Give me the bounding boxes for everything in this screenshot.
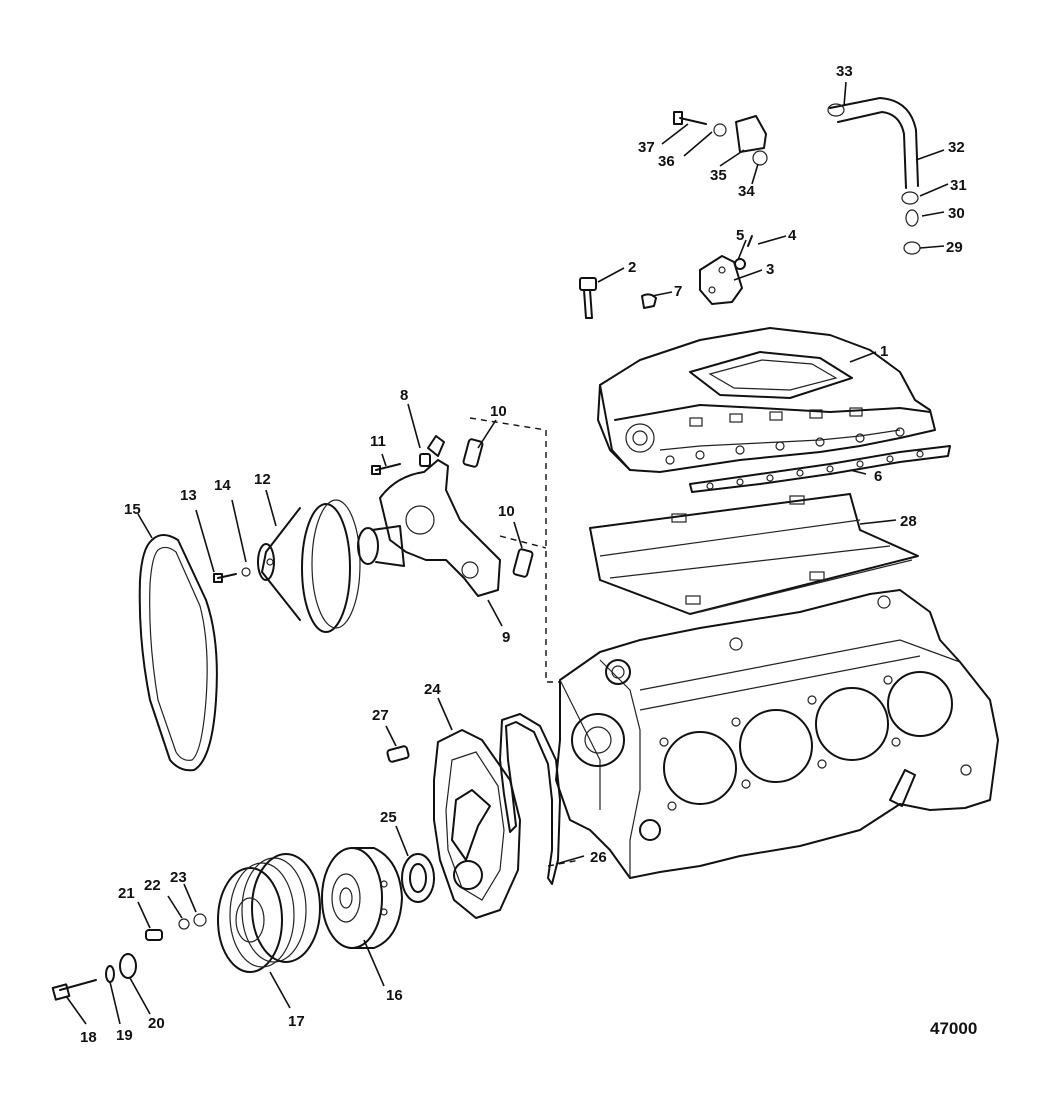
callout-21: 21 xyxy=(118,885,135,902)
callout-24: 24 xyxy=(424,681,441,698)
callout-29: 29 xyxy=(946,239,963,256)
callout-10-top: 10 xyxy=(490,403,507,420)
callout-5: 5 xyxy=(736,227,744,244)
callout-17: 17 xyxy=(288,1013,305,1030)
callout-31: 31 xyxy=(950,177,967,194)
small-fasteners xyxy=(213,453,431,583)
callout-37: 37 xyxy=(638,139,655,156)
cylinder-bores xyxy=(663,671,953,805)
callout-11: 11 xyxy=(370,433,386,450)
callout-33: 33 xyxy=(836,63,853,80)
callout-22: 22 xyxy=(144,877,161,894)
bracket-hardware xyxy=(673,111,768,166)
callout-30: 30 xyxy=(948,205,965,222)
leader-lines xyxy=(65,81,949,1025)
callout-3: 3 xyxy=(766,261,774,278)
callout-36: 36 xyxy=(658,153,675,170)
dowel-pin xyxy=(386,745,410,763)
callout-18: 18 xyxy=(80,1029,97,1046)
crank-bolt-stack xyxy=(51,913,207,1001)
drive-belt xyxy=(138,534,218,772)
callout-9: 9 xyxy=(502,629,510,646)
callout-26: 26 xyxy=(590,849,607,866)
callout-32: 32 xyxy=(948,139,965,156)
callout-12: 12 xyxy=(254,471,271,488)
valley-cover xyxy=(589,493,919,615)
timing-cover-gasket xyxy=(499,713,561,885)
callout-23: 23 xyxy=(170,869,187,886)
callout-7: 7 xyxy=(674,283,682,300)
callout-16: 16 xyxy=(386,987,403,1004)
callout-14: 14 xyxy=(214,477,231,494)
callout-19: 19 xyxy=(116,1027,133,1044)
water-pump xyxy=(357,435,501,597)
intake-manifold xyxy=(597,327,936,473)
callout-8: 8 xyxy=(400,387,408,404)
callout-13: 13 xyxy=(180,487,197,504)
callout-34: 34 xyxy=(738,183,755,200)
callout-28: 28 xyxy=(900,513,917,530)
callout-20: 20 xyxy=(148,1015,165,1032)
reference-number: 47000 xyxy=(930,1019,977,1038)
hose-fittings xyxy=(827,97,921,255)
callout-4: 4 xyxy=(788,227,797,244)
callout-27: 27 xyxy=(372,707,389,724)
harmonic-balancer xyxy=(321,847,403,949)
water-pump-pulley xyxy=(257,499,361,633)
callout-10-bottom: 10 xyxy=(498,503,515,520)
pump-gaskets xyxy=(462,438,534,578)
timing-cover xyxy=(433,729,521,919)
upper-hardware xyxy=(579,235,753,319)
callout-35: 35 xyxy=(710,167,727,184)
engine-block xyxy=(555,589,999,879)
callout-6: 6 xyxy=(874,468,882,485)
callout-1: 1 xyxy=(880,343,888,360)
callout-25: 25 xyxy=(380,809,397,826)
crankshaft-pulley xyxy=(217,853,321,973)
crankshaft-seal xyxy=(401,853,435,903)
callout-labels: 1 2 3 4 5 6 7 8 9 10 10 11 12 13 14 15 1… xyxy=(80,63,967,1046)
manifold-gasket xyxy=(689,445,951,493)
callout-15: 15 xyxy=(124,501,141,518)
assembly-reference-lines xyxy=(469,417,581,867)
callout-2: 2 xyxy=(628,259,636,276)
